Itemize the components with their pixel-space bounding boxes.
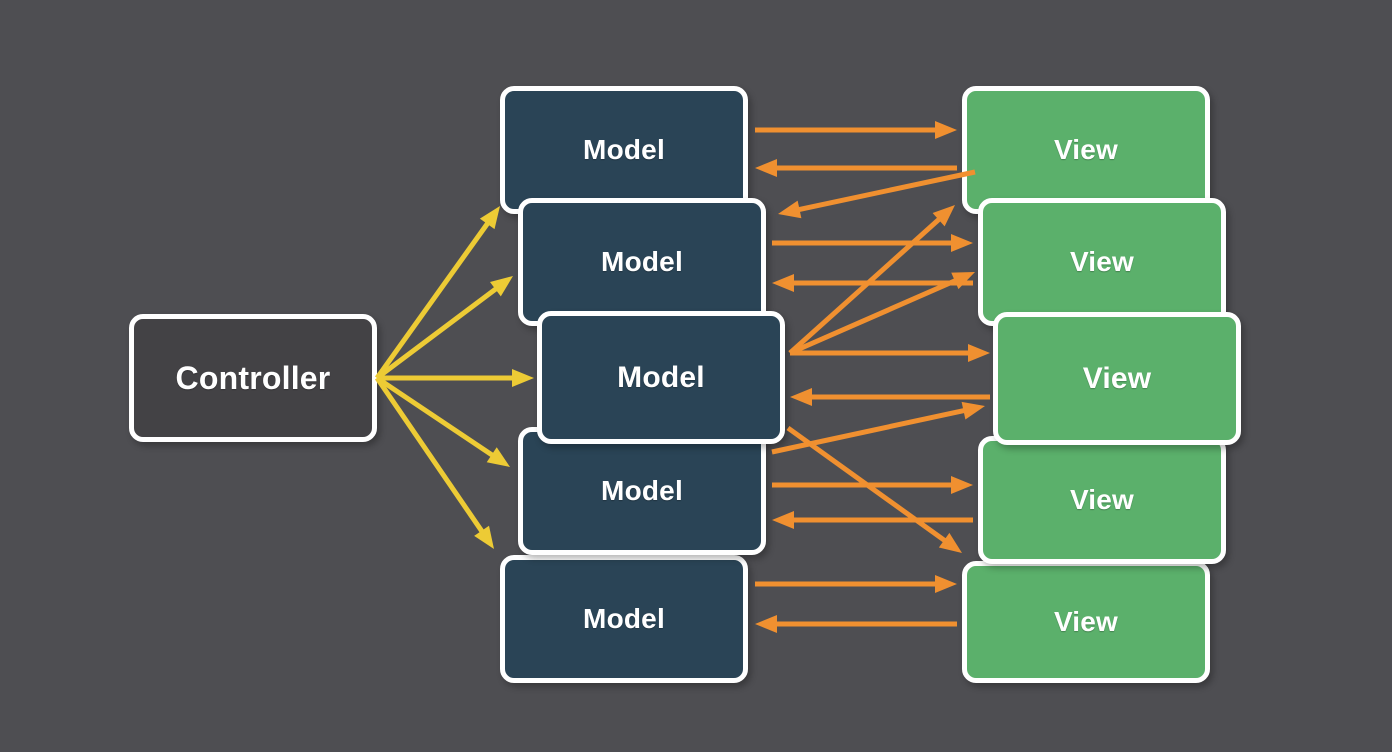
controller-to-model-4-head [486, 447, 510, 467]
view-4-to-model-4-head [772, 511, 794, 529]
controller-edge-group [374, 206, 534, 549]
model-3-to-view-2-cross-head [932, 205, 955, 227]
view-label-4: View [1069, 484, 1135, 515]
view-node-3[interactable]: View [993, 312, 1241, 445]
controller-to-model-5-shaft [374, 376, 488, 539]
view-node-2[interactable]: View [978, 198, 1226, 326]
model-node-3[interactable]: Model [537, 311, 785, 444]
model-label-4: Model [601, 475, 683, 506]
view-node-5[interactable]: View [962, 561, 1210, 683]
model-label-3: Model [617, 360, 705, 394]
model-4-to-view-3-cross-head [961, 401, 985, 420]
model-label-2: Model [601, 246, 683, 277]
model-3-to-view-5-cross-shaft [786, 425, 952, 547]
controller-to-model-1-shaft [374, 216, 494, 380]
controller-to-model-3-head [512, 369, 534, 387]
controller-to-model-1-head [479, 206, 500, 230]
view-1-to-model-1-head [755, 159, 777, 177]
model-label-5: Model [583, 603, 665, 634]
model-5-to-view-5-head [935, 575, 957, 593]
controller-to-model-4-shaft [375, 375, 500, 462]
view-5-to-model-5-head [755, 615, 777, 633]
cross-edge-group [771, 169, 985, 553]
model-4-to-view-3-cross-shaft [771, 406, 972, 455]
view-node-1[interactable]: View [962, 86, 1210, 214]
controller-to-model-2-shaft [375, 282, 504, 380]
model-node-1[interactable]: Model [500, 86, 748, 214]
controller-to-model-2-head [490, 276, 513, 297]
model-3-to-view-2-lower-cross-shaft [788, 275, 963, 356]
model-node-2[interactable]: Model [518, 198, 766, 326]
view-2-to-model-2-head [772, 274, 794, 292]
view-label-2: View [1069, 246, 1135, 277]
model-4-to-view-4-head [951, 476, 973, 494]
model-node-4[interactable]: Model [518, 427, 766, 555]
view-2-to-model-1-cross-head [778, 200, 802, 219]
model-view-edge-group [755, 121, 990, 633]
view-2-to-model-1-cross-shaft [791, 169, 976, 214]
view-node-4[interactable]: View [978, 436, 1226, 564]
model-3-to-view-5-cross-head [938, 532, 962, 553]
model-3-to-view-2-lower-cross-head [951, 272, 975, 290]
view-3-to-model-3-head [790, 388, 812, 406]
view-label-3: View [1082, 361, 1152, 395]
controller-node[interactable]: Controller [129, 314, 377, 442]
controller-label: Controller [175, 360, 331, 396]
model-node-5[interactable]: Model [500, 555, 748, 683]
model-label-1: Model [583, 134, 665, 165]
model-1-to-view-1-head [935, 121, 957, 139]
view-label-1: View [1053, 134, 1119, 165]
model-3-to-view-3-head [968, 344, 990, 362]
controller-to-model-5-head [474, 525, 494, 549]
model-3-to-view-2-cross-shaft [788, 212, 947, 355]
model-2-to-view-2-head [951, 234, 973, 252]
view-label-5: View [1053, 606, 1119, 637]
